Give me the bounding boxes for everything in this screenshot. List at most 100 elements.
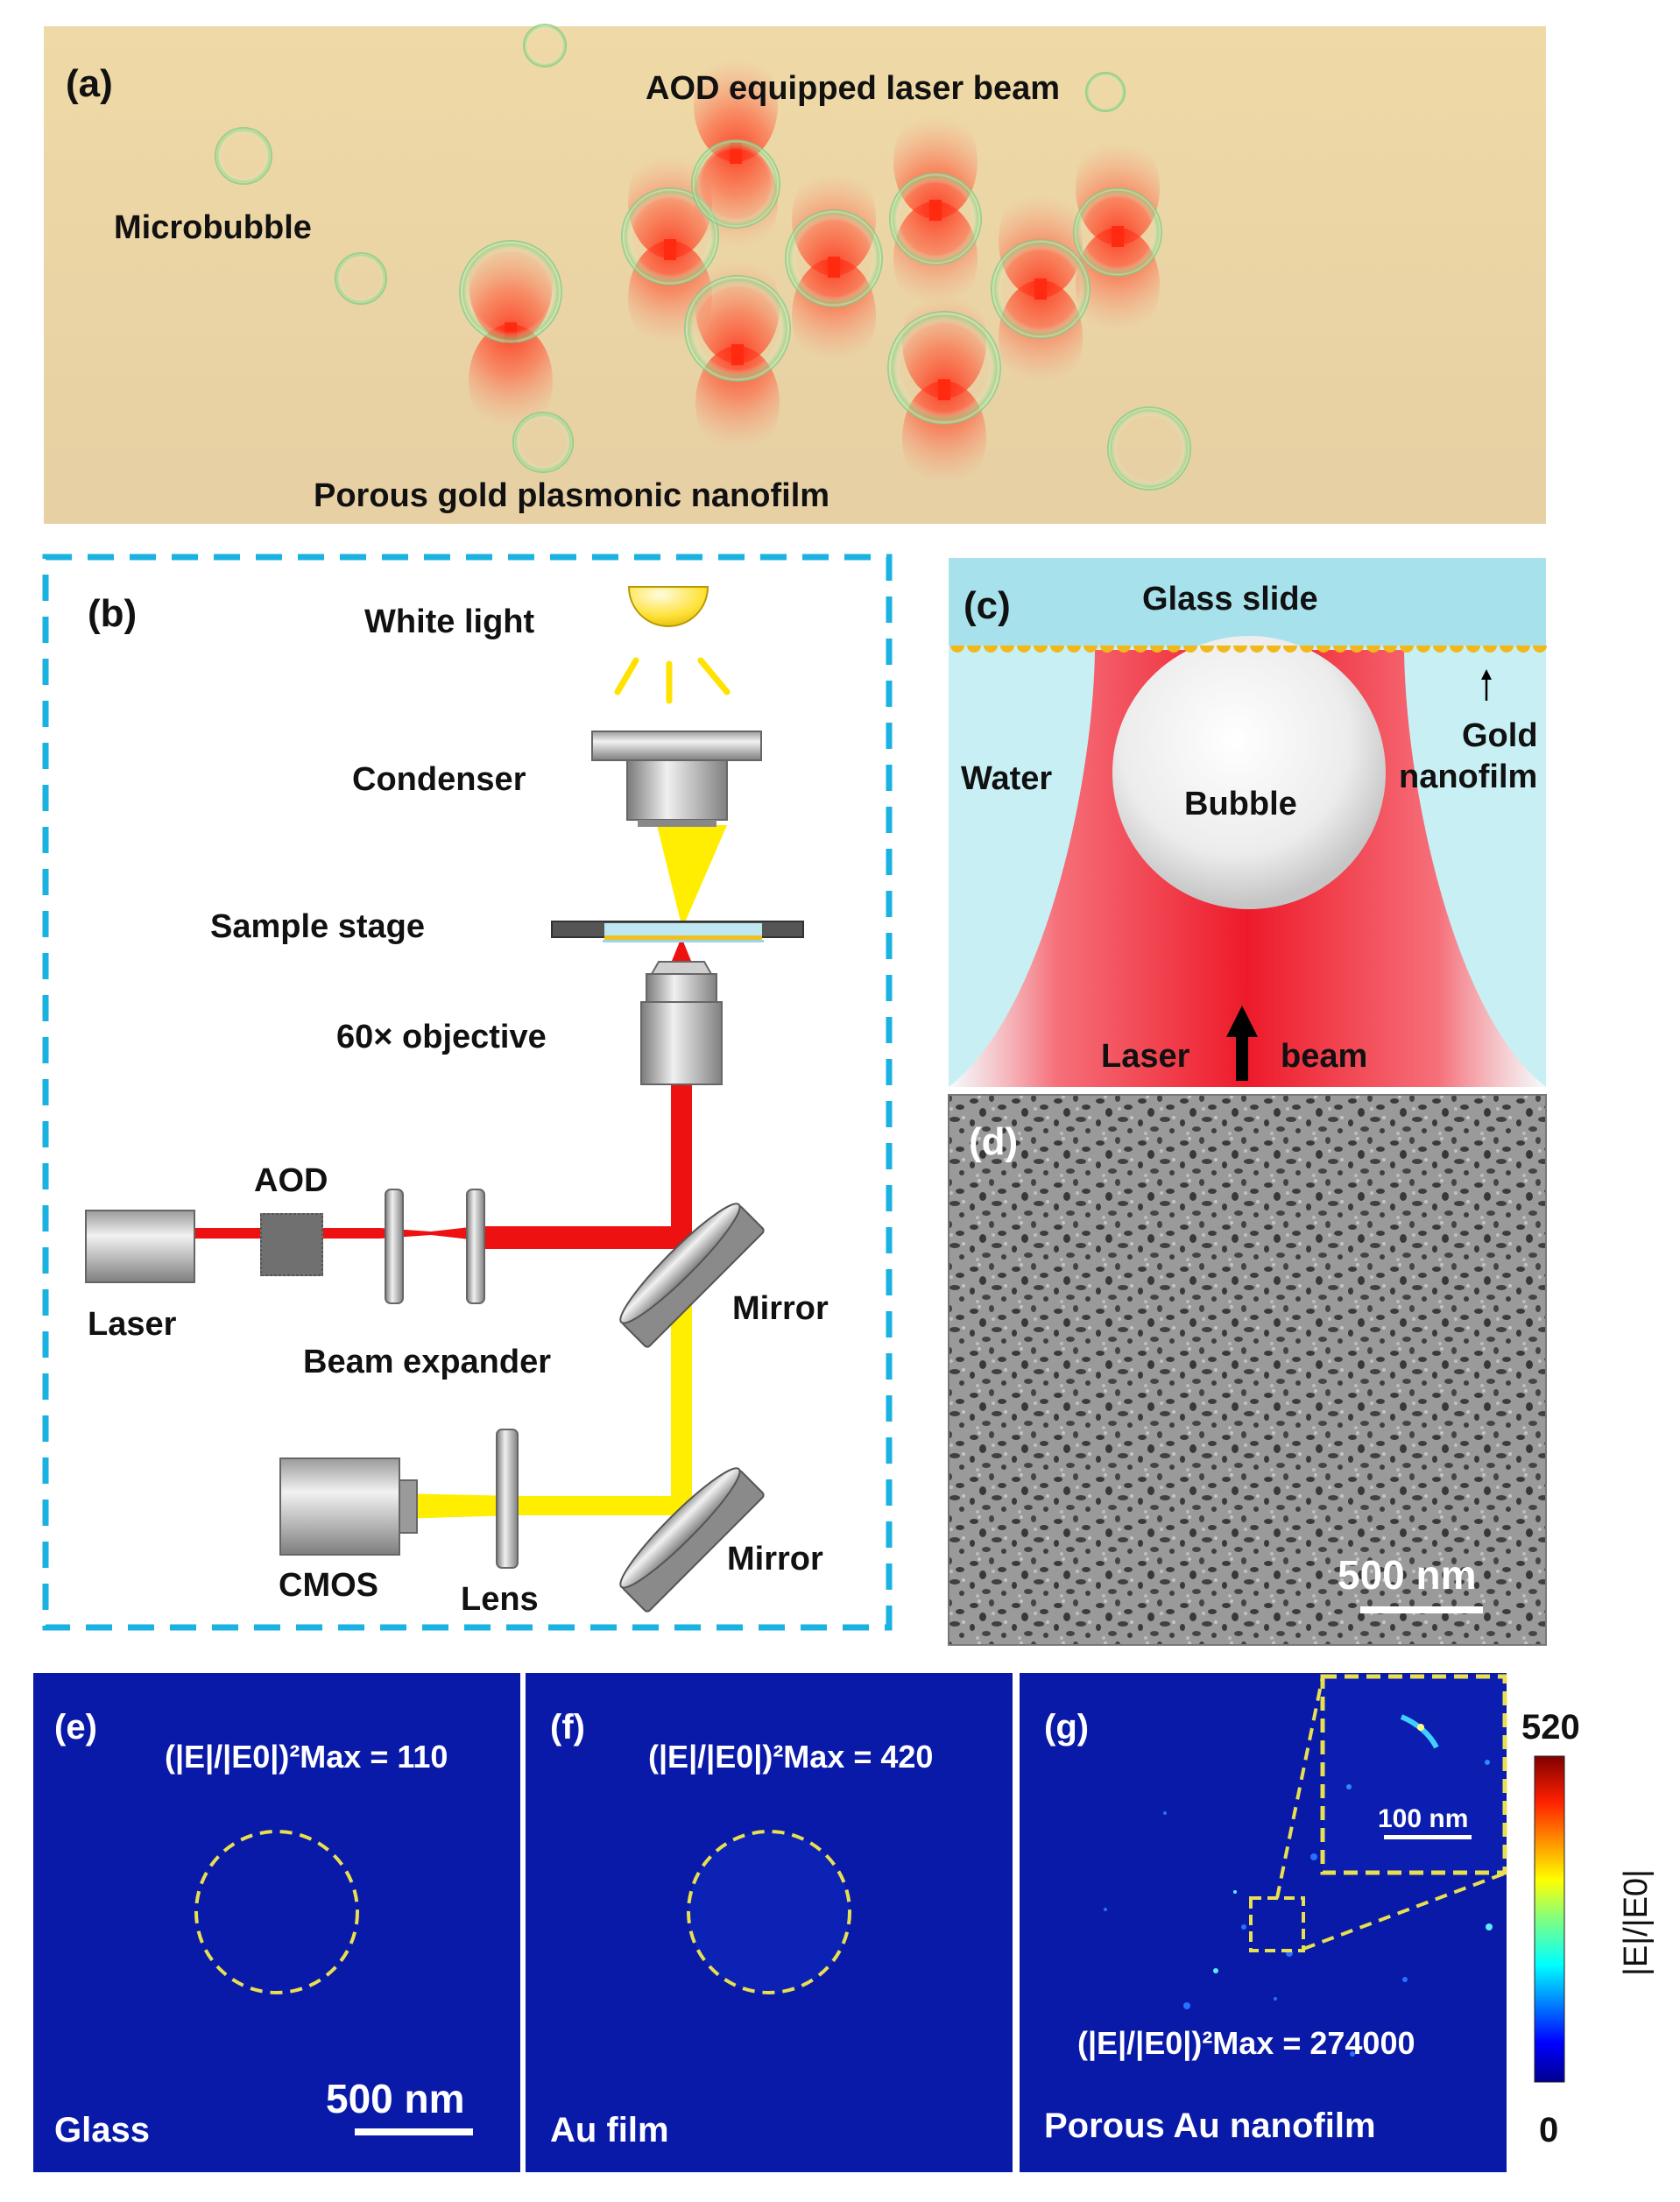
gold-nanoparticle xyxy=(1450,646,1464,653)
microbubble-icon xyxy=(523,24,567,67)
gold-nanoparticle xyxy=(1117,646,1131,653)
gold-nanoparticle xyxy=(1500,646,1514,653)
hotspot xyxy=(1233,1890,1237,1894)
sem-scale-bar xyxy=(1360,1606,1483,1613)
hotspot xyxy=(1486,1923,1493,1930)
gold-nanoparticle xyxy=(967,646,981,653)
panel-g: 100 nm (g) (|E|/|E0|)²Max = 274000 Porou… xyxy=(1020,1673,1507,2172)
lens-focused-light xyxy=(399,1493,517,1519)
gold-nanofilm-particles xyxy=(950,646,1547,653)
microbubble-icon xyxy=(621,187,719,286)
gold-nanoparticle xyxy=(1150,646,1164,653)
gold-nanoparticle xyxy=(984,646,998,653)
panel-c: (c) Glass slide Water Bubble Gold nanofi… xyxy=(949,558,1547,1087)
imaging-lens-icon xyxy=(496,1429,519,1569)
gold-nanoparticle xyxy=(1233,646,1247,653)
gold-nanoparticle xyxy=(1533,646,1547,653)
gold-nanoparticle xyxy=(1034,646,1048,653)
formula-e: (|E|/|E0|)²Max = 110 xyxy=(165,1739,448,1775)
hotspot xyxy=(1241,1924,1246,1930)
panel-f-label: (f) xyxy=(550,1708,585,1747)
aod-label: AOD xyxy=(254,1162,328,1199)
beam-expander-label: Beam expander xyxy=(303,1344,551,1380)
microbubbles xyxy=(215,24,1191,491)
inset-scale-bar xyxy=(1384,1835,1472,1839)
gold-nanoparticle xyxy=(1333,646,1347,653)
panel-f: (f) (|E|/|E0|)²Max = 420 Au film xyxy=(526,1673,1013,2172)
setup-frame xyxy=(42,554,893,1631)
hotspot xyxy=(1350,2051,1355,2057)
laser-label: Laser xyxy=(88,1306,177,1343)
hotspot xyxy=(1183,2002,1190,2009)
zoom-inset xyxy=(1320,1674,1507,1875)
gold-nanoparticle xyxy=(1183,646,1197,653)
gold-nanoparticle xyxy=(1067,646,1081,653)
optical-beams xyxy=(194,825,727,1519)
panel-e: (e) (|E|/|E0|)²Max = 110 Glass 500 nm xyxy=(33,1673,520,2172)
bubble-label: Bubble xyxy=(1184,786,1297,822)
gold-nanoparticle xyxy=(1217,646,1231,653)
gold-nanoparticle xyxy=(1250,646,1264,653)
imaging-light-horizontal xyxy=(517,1496,692,1515)
scale-label-e: 500 nm xyxy=(326,2076,465,2121)
expander-diverging-beam xyxy=(431,1226,477,1240)
bubble-outline xyxy=(687,1830,851,1994)
sem-image xyxy=(949,1095,1546,1645)
zoom-line-top xyxy=(1275,1676,1324,1899)
glass-slide-label: Glass slide xyxy=(1142,581,1318,618)
colorbar-min: 0 xyxy=(1539,2111,1558,2149)
expander-lens-2-icon xyxy=(466,1189,485,1304)
laser-glow xyxy=(469,324,553,438)
bubble xyxy=(1112,636,1386,909)
microbubble-icon xyxy=(785,209,883,307)
expanded-laser-beam xyxy=(477,1226,692,1249)
microbubble-icon xyxy=(1107,406,1191,491)
panel-e-label: (e) xyxy=(54,1708,97,1747)
objective-label: 60× objective xyxy=(336,1019,547,1055)
white-light-label: White light xyxy=(364,603,535,640)
microbubble-icon xyxy=(691,139,780,229)
hotspot xyxy=(1402,1977,1408,1982)
aod-icon xyxy=(260,1213,323,1276)
laser-glow xyxy=(694,48,778,162)
water-label: Water xyxy=(961,760,1052,797)
panel-d-label: (d) xyxy=(969,1120,1018,1163)
lower-mirror-label: Mirror xyxy=(727,1541,823,1577)
light-rays-icon xyxy=(614,657,731,704)
laser-label-c: Laser xyxy=(1101,1038,1190,1075)
gold-nanoparticle xyxy=(1383,646,1397,653)
microbubble-icon xyxy=(991,239,1091,339)
condenser-icon xyxy=(591,730,762,827)
panel-c-label: (c) xyxy=(964,584,1011,627)
formula-g: (|E|/|E0|)²Max = 274000 xyxy=(1077,2025,1415,2062)
gold-nanoparticle xyxy=(1316,646,1331,653)
hotspot xyxy=(1213,1968,1218,1973)
colorbar: 520 0 |E|/|E0| xyxy=(1521,1708,1655,2149)
lens-label: Lens xyxy=(461,1581,539,1618)
panel-b: (b) White light Condenser Sample stage 6… xyxy=(42,554,893,1631)
white-light-source xyxy=(614,586,731,704)
gold-nanoparticle xyxy=(1466,646,1480,653)
scale-bar-e xyxy=(355,2128,473,2135)
imaging-light-vertical xyxy=(671,1305,692,1515)
gold-label-line2: nanofilm xyxy=(1399,759,1537,795)
microbubble-icon xyxy=(335,252,387,305)
gold-nanoparticle xyxy=(1483,646,1497,653)
microbubble-label: Microbubble xyxy=(114,209,312,246)
gold-nanoparticle xyxy=(1366,646,1380,653)
bubble-outline xyxy=(194,1830,359,1994)
sample-stage-label: Sample stage xyxy=(210,908,425,945)
microbubble-icon xyxy=(215,127,272,185)
colorbar-gradient xyxy=(1534,1755,1565,2083)
gold-nanoparticle xyxy=(1050,646,1064,653)
colorbar-max: 520 xyxy=(1521,1708,1580,1747)
gold-nanoparticle xyxy=(1400,646,1414,653)
gold-label-line1: Gold xyxy=(1462,717,1538,754)
objective-icon xyxy=(640,961,723,1085)
gold-nanoparticle xyxy=(1133,646,1147,653)
small-arrow-icon xyxy=(1481,669,1492,701)
microbubble-icon xyxy=(1085,72,1126,112)
microbubble-icon xyxy=(684,275,791,382)
aod-output-beam xyxy=(322,1228,380,1239)
